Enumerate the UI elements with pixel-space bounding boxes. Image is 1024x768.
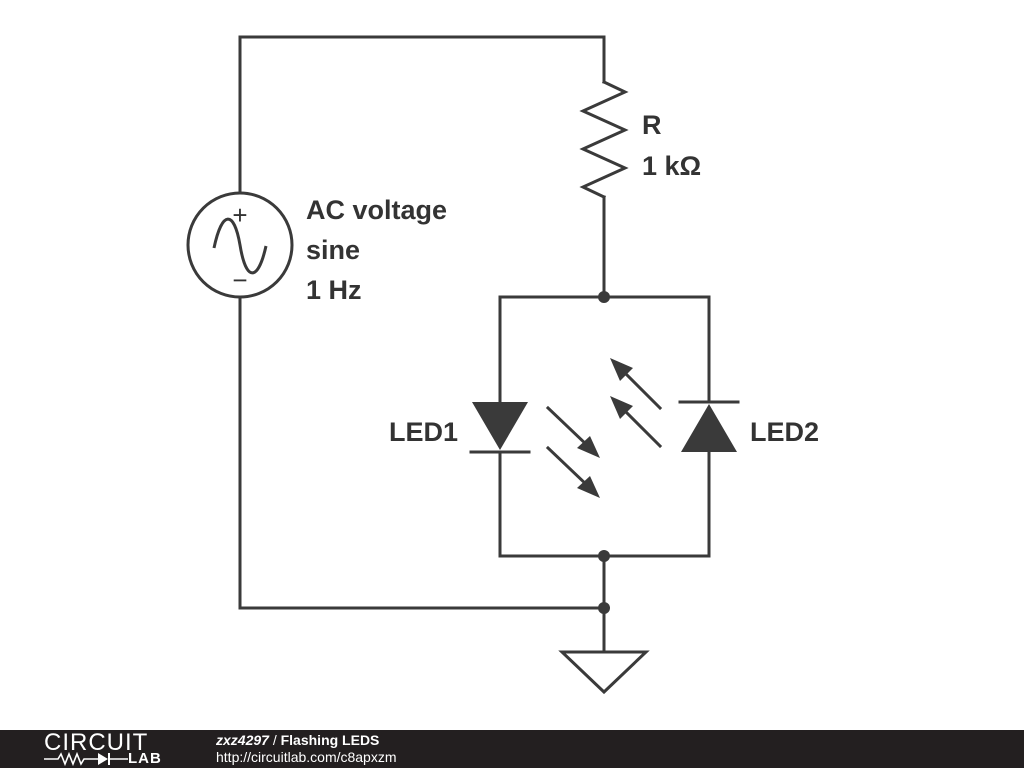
resistor-symbol xyxy=(579,80,629,199)
credit-separator: / xyxy=(268,732,281,748)
resistor-name-label: R xyxy=(642,110,662,140)
source-plus-sign: + xyxy=(232,200,247,230)
junction-bottom xyxy=(598,550,610,562)
sine-wave-icon xyxy=(212,217,268,275)
wire-left-top xyxy=(238,35,606,195)
led2-diode-symbol xyxy=(681,404,737,452)
circuit-schematic: + − R 1 kΩ AC voltage sine 1 Hz LED1 LED… xyxy=(186,35,819,695)
wire-left-bottom xyxy=(238,296,606,610)
junction-ground xyxy=(598,602,610,614)
source-type-label: AC voltage xyxy=(306,195,447,225)
source-frequency-label: 1 Hz xyxy=(306,275,362,305)
author-link[interactable]: zxz4297 xyxy=(216,732,269,748)
schematic-title: Flashing LEDS xyxy=(280,732,380,748)
logo-text-top: CIRCUIT xyxy=(44,729,149,756)
schematic-url-link[interactable]: http://circuitlab.com/c8apxzm xyxy=(216,749,397,765)
source-waveform-label: sine xyxy=(306,235,360,265)
led1-label: LED1 xyxy=(389,417,458,447)
resistor-value-label: 1 kΩ xyxy=(642,151,701,181)
led2-emission-arrows xyxy=(610,358,663,449)
logo-text-bottom: LAB xyxy=(128,750,162,767)
junction-top xyxy=(598,291,610,303)
led1-diode-symbol xyxy=(472,402,528,450)
source-minus-sign: − xyxy=(232,265,247,295)
led2-label: LED2 xyxy=(750,417,819,447)
ground-symbol xyxy=(558,650,650,695)
circuitlab-logo[interactable]: CIRCUIT LAB xyxy=(40,730,180,768)
credit-line: zxz4297 / Flashing LEDS xyxy=(216,732,397,749)
logo-resistor-diode-icon xyxy=(44,752,128,766)
led1-emission-arrows xyxy=(545,405,600,498)
schematic-credit: zxz4297 / Flashing LEDS http://circuitla… xyxy=(216,732,397,766)
footer-bar: CIRCUIT LAB zxz4297 / Flashing LEDS http… xyxy=(0,730,1024,768)
